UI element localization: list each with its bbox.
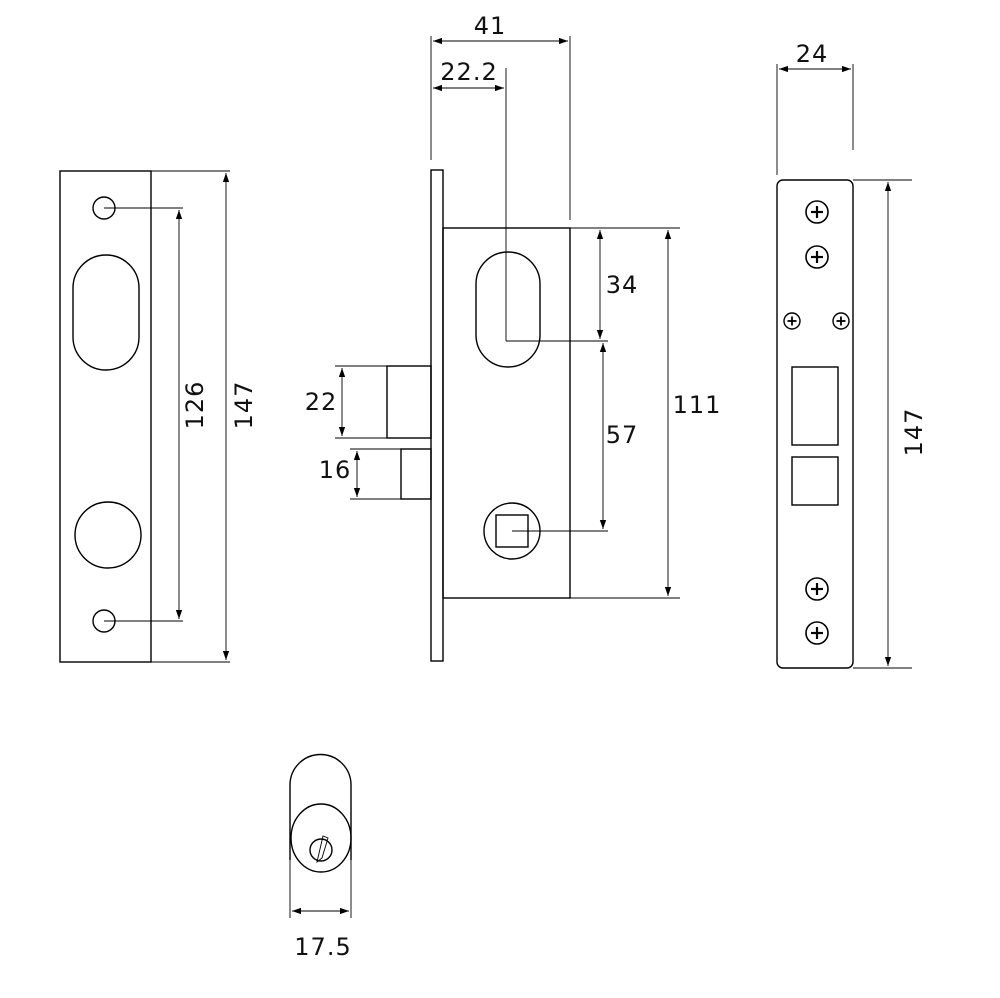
dimension-label-24: 24 bbox=[796, 40, 829, 68]
lock-body-side-view: 41 22.2 34 57 111 22 16 bbox=[305, 12, 722, 662]
side-faceplate bbox=[430, 169, 444, 662]
faceplate-handle-slot bbox=[72, 254, 140, 371]
cylinder-view: 17.5 bbox=[289, 753, 352, 961]
strike-latch-opening bbox=[791, 366, 839, 446]
strike-plate-outline bbox=[776, 179, 854, 669]
dimension-label-57: 57 bbox=[606, 421, 639, 449]
dimension-label-147-right: 147 bbox=[900, 408, 928, 457]
strike-bolt-opening bbox=[791, 456, 839, 506]
dimension-label-147-left: 147 bbox=[230, 381, 258, 430]
faceplate-cylinder-hole bbox=[74, 501, 142, 569]
dimension-label-16: 16 bbox=[319, 456, 352, 484]
screw-icon bbox=[805, 200, 829, 224]
screw-icon bbox=[783, 312, 801, 330]
dimension-label-22-2: 22.2 bbox=[440, 58, 497, 86]
dimension-label-22: 22 bbox=[305, 388, 338, 416]
dimension-label-17-5: 17.5 bbox=[294, 933, 351, 961]
dimension-label-34: 34 bbox=[606, 271, 639, 299]
case-handle-slot bbox=[475, 251, 541, 368]
dimension-label-111: 111 bbox=[673, 391, 722, 419]
faceplate-front-view: 126 147 bbox=[59, 170, 258, 663]
strike-plate-view: 24 147 bbox=[776, 40, 928, 669]
faceplate-outline bbox=[59, 170, 152, 663]
lock-case bbox=[442, 227, 571, 599]
latch-bolt bbox=[386, 365, 432, 439]
cylinder-face bbox=[290, 803, 352, 873]
dimension-label-126: 126 bbox=[181, 381, 209, 430]
keyhole-icon bbox=[309, 838, 333, 862]
dead-bolt bbox=[400, 448, 432, 500]
screw-icon bbox=[805, 621, 829, 645]
key-icon bbox=[316, 835, 329, 864]
screw-icon bbox=[805, 245, 829, 269]
screw-icon bbox=[805, 577, 829, 601]
dimension-label-41: 41 bbox=[474, 12, 507, 40]
cylinder-body bbox=[289, 753, 352, 860]
screw-icon bbox=[832, 312, 850, 330]
